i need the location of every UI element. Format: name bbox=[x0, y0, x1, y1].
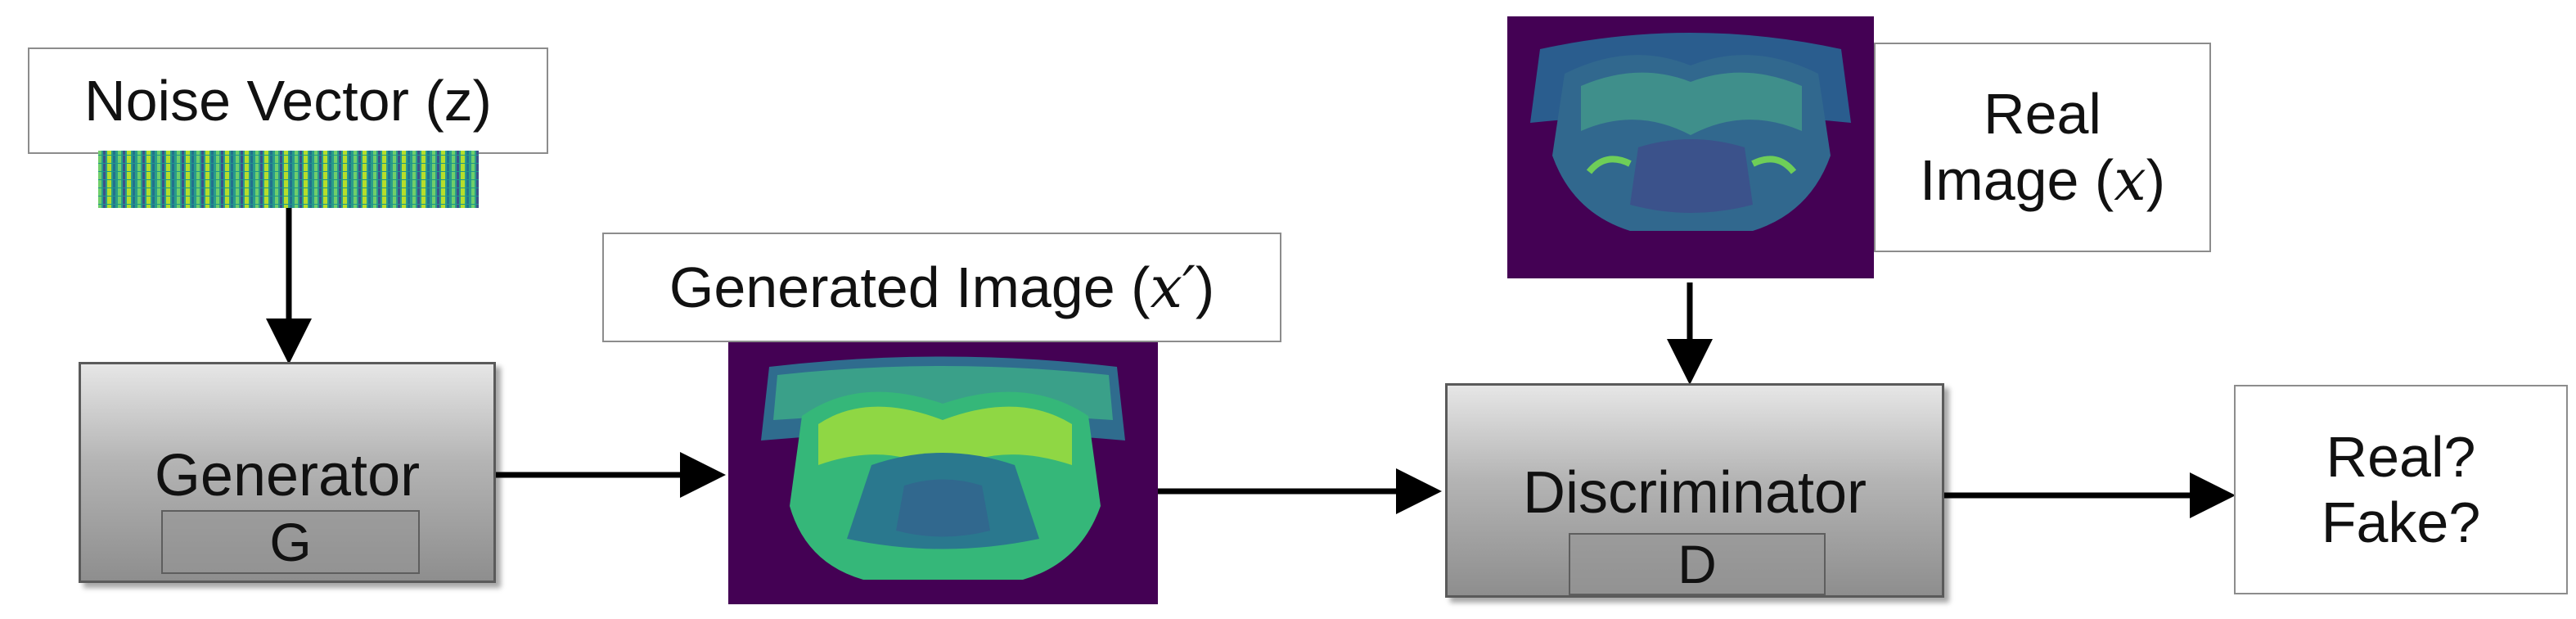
discriminator-block: Discriminator D bbox=[1445, 383, 1944, 598]
noise-vector-text: Noise Vector (z) bbox=[84, 69, 492, 133]
generator-letter-box: G bbox=[161, 510, 420, 574]
discriminator-letter-box: D bbox=[1569, 533, 1826, 595]
generated-image-suffix: ) bbox=[1195, 255, 1215, 319]
real-image-label: Real Image (x) bbox=[1874, 43, 2211, 252]
real-brain-drawing bbox=[1507, 16, 1874, 278]
output-label: Real? Fake? bbox=[2234, 385, 2568, 594]
real-image-line2: Image (x) bbox=[1920, 147, 2165, 214]
generator-letter: G bbox=[269, 512, 312, 572]
real-brain-image bbox=[1507, 16, 1874, 278]
discriminator-letter: D bbox=[1678, 534, 1717, 594]
generator-block: Generator G bbox=[79, 362, 496, 583]
real-image-line1: Real bbox=[1984, 82, 2101, 146]
discriminator-title: Discriminator bbox=[1522, 460, 1867, 526]
noise-vector-label: Noise Vector (z) bbox=[28, 47, 548, 154]
real-image-line2-text: Image ( bbox=[1919, 148, 2114, 212]
generated-image-symbol: x′ bbox=[1150, 254, 1196, 321]
generated-image-label: Generated Image (x′) bbox=[602, 233, 1281, 342]
generated-brain-image bbox=[728, 342, 1158, 604]
noise-vector-icon bbox=[98, 151, 479, 208]
output-fake-text: Fake? bbox=[2321, 490, 2481, 554]
generated-image-text: Generated Image ( bbox=[669, 255, 1151, 319]
real-image-suffix: ) bbox=[2146, 148, 2166, 212]
generator-title: Generator bbox=[154, 443, 421, 508]
generated-brain-drawing bbox=[728, 342, 1158, 604]
real-image-symbol: x bbox=[2114, 147, 2146, 214]
output-real-text: Real? bbox=[2326, 425, 2476, 489]
